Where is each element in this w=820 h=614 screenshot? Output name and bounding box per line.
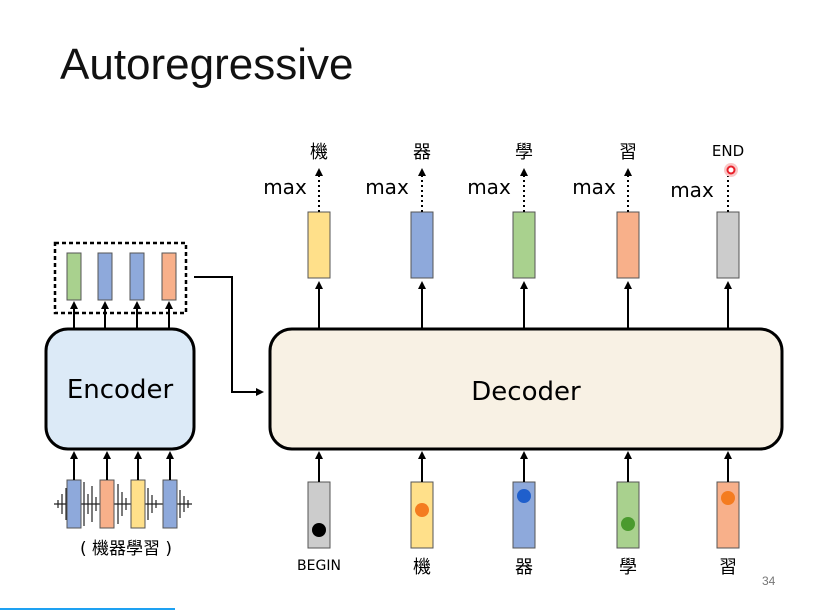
output-token-5: END bbox=[712, 142, 744, 160]
encoder-input-caption: ( 機器學習 ) bbox=[80, 539, 172, 559]
laser-pointer-icon bbox=[726, 165, 736, 175]
max-label-2: max bbox=[365, 175, 409, 199]
encoder-block bbox=[44, 327, 196, 451]
decoder-input-vector-1 bbox=[307, 481, 331, 549]
decoder-input-token-5: 習 bbox=[719, 557, 737, 578]
max-label-5: max bbox=[670, 178, 714, 202]
encoder-output-vector-4 bbox=[161, 252, 177, 301]
max-label-4: max bbox=[572, 175, 616, 199]
encoder-output-vector-2 bbox=[97, 252, 113, 301]
encoder-output-vector-1 bbox=[66, 252, 82, 301]
decoder-block bbox=[268, 327, 784, 451]
decoder-input-dot-1 bbox=[312, 523, 326, 537]
output-token-3: 學 bbox=[515, 142, 533, 163]
progress-underline bbox=[0, 608, 175, 610]
encoder-input-vector-4 bbox=[162, 479, 178, 529]
encoder-output-vector-3 bbox=[129, 252, 145, 301]
decoder-output-vector-1 bbox=[307, 211, 331, 279]
encoder-label: Encoder bbox=[67, 375, 174, 405]
slide-title: Autoregressive bbox=[60, 40, 354, 89]
decoder-input-dot-3 bbox=[517, 489, 531, 503]
decoder-input-token-4: 學 bbox=[619, 557, 637, 578]
decoder-input-token-1: BEGIN bbox=[297, 558, 341, 574]
encoder-output-dashed-box bbox=[53, 241, 188, 315]
encoder-input-vector-2 bbox=[99, 479, 115, 529]
decoder-input-token-3: 器 bbox=[515, 557, 533, 578]
page-number: 34 bbox=[762, 574, 776, 588]
output-token-1: 機 bbox=[310, 142, 328, 163]
decoder-input-vector-4 bbox=[616, 481, 640, 549]
decoder-output-vector-5 bbox=[716, 211, 740, 279]
max-label-3: max bbox=[467, 175, 511, 199]
encoder-input-vector-3 bbox=[130, 479, 146, 529]
decoder-output-vector-4 bbox=[616, 211, 640, 279]
decoder-output-vector-2 bbox=[410, 211, 434, 279]
decoder-input-dot-2 bbox=[415, 503, 429, 517]
decoder-output-vector-3 bbox=[512, 211, 536, 279]
output-token-4: 習 bbox=[619, 142, 637, 163]
max-label-1: max bbox=[263, 175, 307, 199]
decoder-input-dot-4 bbox=[621, 517, 635, 531]
encoder-input-vector-1 bbox=[66, 479, 82, 529]
decoder-label: Decoder bbox=[471, 377, 581, 407]
decoder-input-token-2: 機 bbox=[413, 557, 431, 578]
output-token-2: 器 bbox=[413, 142, 431, 163]
decoder-input-dot-5 bbox=[721, 491, 735, 505]
encoder-to-decoder-arrow bbox=[194, 276, 264, 396]
